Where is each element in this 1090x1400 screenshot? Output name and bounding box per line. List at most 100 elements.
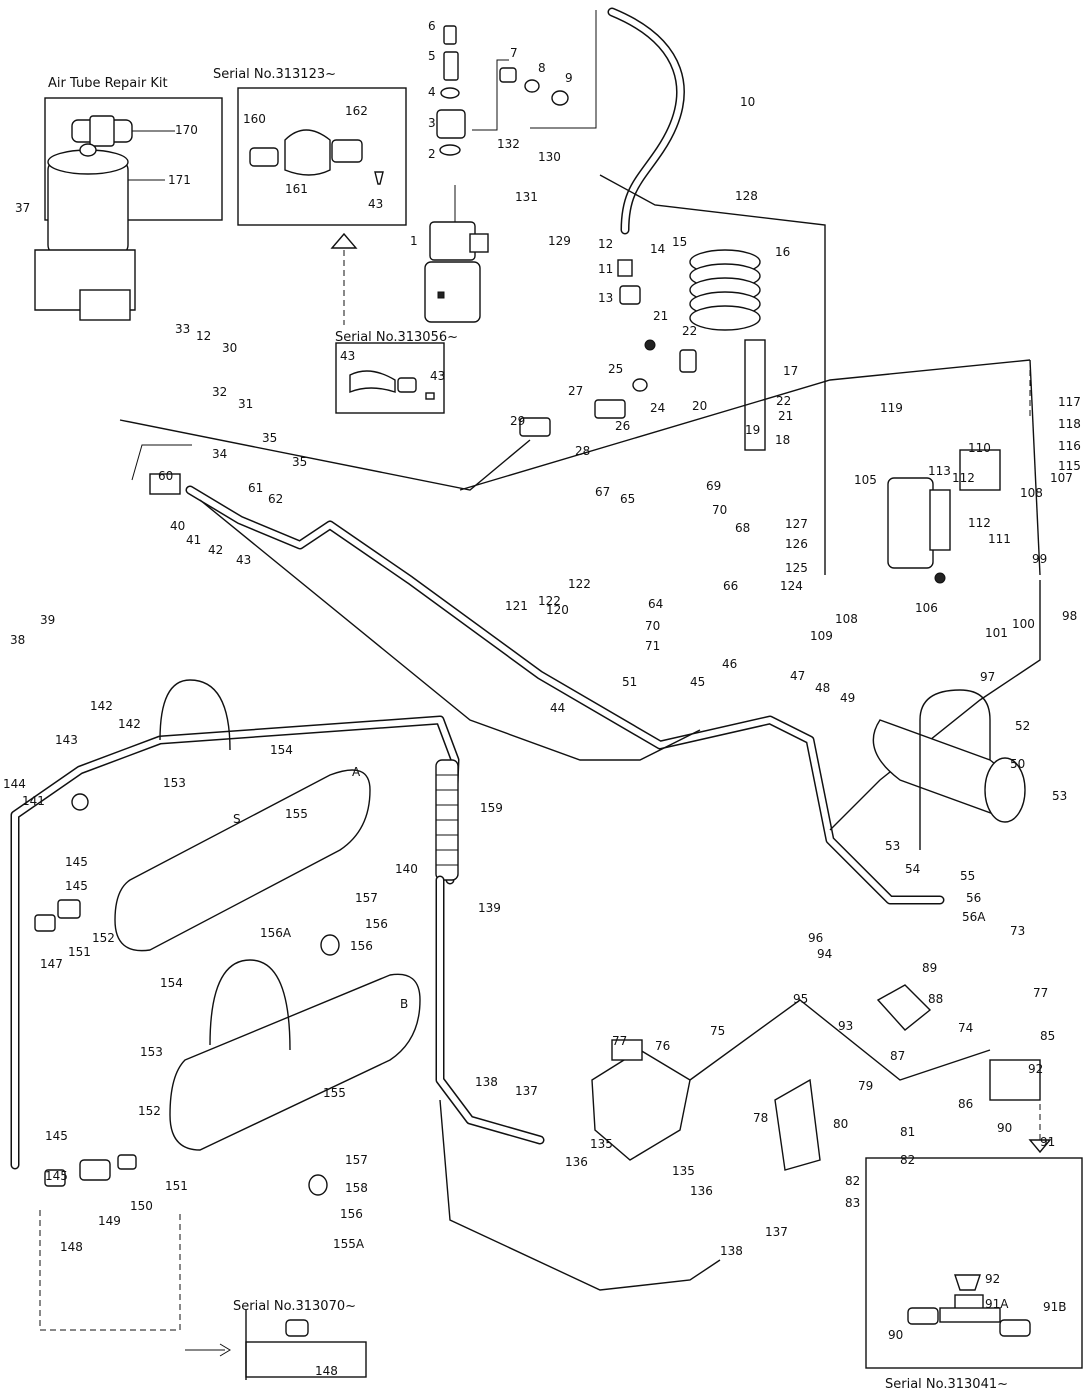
label-113: 113 (928, 464, 951, 478)
label-27: 27 (568, 384, 583, 398)
label-101: 101 (985, 626, 1008, 640)
label-61: 61 (248, 481, 263, 495)
label-155b: 155 (323, 1086, 346, 1100)
label-87: 87 (890, 1049, 905, 1063)
label-21b: 21 (778, 409, 793, 423)
label-156a: 156A (260, 926, 292, 940)
label-138b: 138 (720, 1244, 743, 1258)
serial-bottom-left-caption: Serial No.313070~ (233, 1299, 356, 1314)
label-109: 109 (810, 629, 833, 643)
label-112: 112 (952, 471, 975, 485)
label-90b: 90 (888, 1328, 903, 1342)
label-18: 18 (775, 433, 790, 447)
label-115: 115 (1058, 459, 1081, 473)
tank-a-letter: A (352, 765, 361, 779)
label-92: 92 (1028, 1062, 1043, 1076)
label-22: 22 (682, 324, 697, 338)
label-32b: 12 (196, 329, 211, 343)
label-156b: 156 (340, 1207, 363, 1221)
label-3: 3 (428, 116, 436, 130)
label-141: 141 (22, 794, 45, 808)
relay-valve-105 (887, 449, 1001, 584)
dryer-port (131, 444, 192, 481)
label-158: 156 (365, 917, 388, 931)
fittings-cluster (519, 259, 697, 437)
label-86: 86 (958, 1097, 973, 1111)
label-48: 48 (815, 681, 830, 695)
serial-top-inset: Serial No.313123~ (213, 67, 407, 325)
label-54: 54 (905, 862, 920, 876)
label-8: 8 (538, 61, 546, 75)
label-124: 124 (780, 579, 803, 593)
label-144: 144 (3, 777, 26, 791)
label-55: 55 (960, 869, 975, 883)
label-95: 95 (793, 992, 808, 1006)
label-56a: 56A (962, 910, 986, 924)
label-43: 43 (236, 553, 251, 567)
pipe-44 (199, 499, 701, 761)
label-67: 67 (595, 485, 610, 499)
label-154: 154 (270, 743, 293, 757)
label-53: 53 (885, 839, 900, 853)
label-122: 122 (538, 594, 561, 608)
label-135b: 135 (672, 1164, 695, 1178)
label-4: 4 (428, 85, 436, 99)
label-156: 156 (350, 939, 373, 953)
label-135: 135 (590, 1137, 613, 1151)
valve-86 (989, 1059, 1041, 1101)
label-159: 159 (480, 801, 503, 815)
label-68: 68 (735, 521, 750, 535)
label-22b: 22 (776, 394, 791, 408)
label-151: 151 (68, 945, 91, 959)
label-21: 21 (653, 309, 668, 323)
label-50: 50 (1010, 757, 1025, 771)
label-123: 122 (568, 577, 591, 591)
label-147: 147 (40, 957, 63, 971)
brake-valve-77 (591, 1039, 691, 1161)
air-tank-a (114, 769, 371, 952)
air-tank-50 (872, 689, 1026, 850)
label-73: 73 (1010, 924, 1025, 938)
label-19: 19 (745, 423, 760, 437)
label-37: 37 (15, 201, 30, 215)
pipe-to-valve (689, 999, 991, 1081)
hose-159 (435, 759, 459, 881)
label-64: 64 (648, 597, 663, 611)
label-66: 66 (723, 579, 738, 593)
label-52: 52 (1015, 719, 1030, 733)
label-36: 35 (292, 455, 307, 469)
label-149: 149 (98, 1214, 121, 1228)
serial-bottom-right-inset: Serial No.313041~ (865, 1090, 1083, 1392)
label-82: 82 (900, 1153, 915, 1167)
label-119: 119 (880, 401, 903, 415)
label-137b: 137 (765, 1225, 788, 1239)
label-76: 76 (655, 1039, 670, 1053)
label-20: 20 (692, 399, 707, 413)
label-91a: 91A (985, 1297, 1009, 1311)
label-16: 16 (775, 245, 790, 259)
label-83: 83 (845, 1196, 860, 1210)
label-15: 15 (672, 235, 687, 249)
label-51: 51 (622, 675, 637, 689)
label-110: 110 (968, 441, 991, 455)
label-13: 13 (598, 291, 613, 305)
label-56: 56 (966, 891, 981, 905)
serial-bottom-left-inset: Serial No.313070~ (39, 1210, 367, 1380)
pipe-154-loop (159, 679, 231, 751)
label-108b: 108 (835, 612, 858, 626)
label-1: 1 (410, 234, 418, 248)
label-9: 9 (565, 71, 573, 85)
label-39: 39 (40, 613, 55, 627)
label-70: 70 (712, 503, 727, 517)
label-49: 49 (840, 691, 855, 705)
label-99: 99 (1032, 552, 1047, 566)
label-117: 117 (1058, 395, 1081, 409)
serial-mid-inset: Serial No.313056~ (335, 330, 458, 414)
label-138: 138 (475, 1075, 498, 1089)
label-91b: 91B (1043, 1300, 1067, 1314)
label-81: 81 (900, 1125, 915, 1139)
label-34: 34 (212, 447, 227, 461)
label-77b: 77 (1033, 986, 1048, 1000)
label-17: 17 (783, 364, 798, 378)
